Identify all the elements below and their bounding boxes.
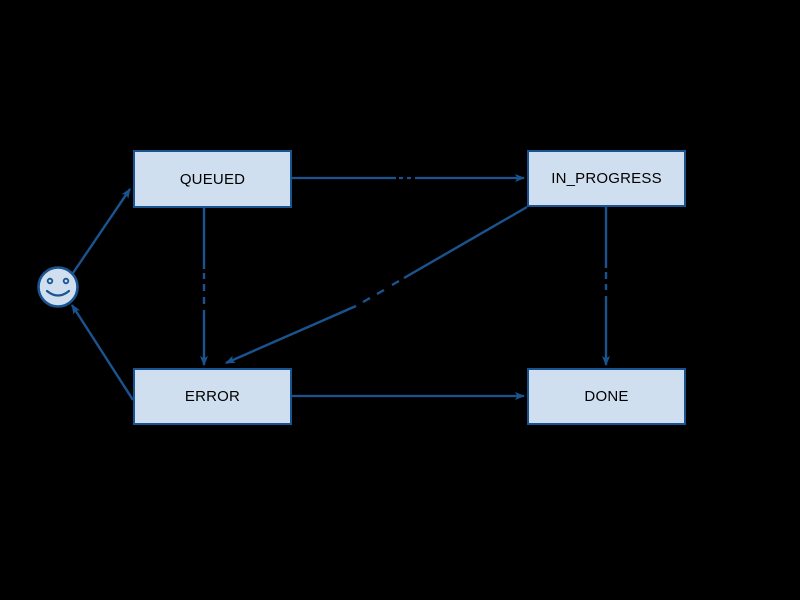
- edge-start-to-queued: [72, 188, 131, 274]
- state-node-done[interactable]: DONE: [527, 368, 686, 425]
- edge-in-progress-to-error-seg2: [391, 279, 400, 287]
- edge-in-progress-to-error-seg1: [403, 205, 528, 280]
- start-node[interactable]: [37, 266, 79, 308]
- state-node-in-progress-label: IN_PROGRESS: [551, 170, 662, 187]
- state-node-queued[interactable]: QUEUED: [133, 150, 292, 208]
- state-node-error-label: ERROR: [184, 388, 241, 405]
- edge-in-progress-to-error-seg3: [376, 288, 385, 296]
- smiley-face-icon: [37, 266, 79, 308]
- edge-error-to-start: [70, 304, 135, 401]
- edge-in-progress-to-error-seg5: [225, 304, 357, 365]
- smiley-eye-left-icon: [46, 277, 54, 285]
- smiley-mouth-icon: [45, 289, 71, 297]
- state-node-queued-label: QUEUED: [179, 170, 246, 188]
- state-node-done-label: DONE: [584, 388, 629, 405]
- state-node-in-progress[interactable]: IN_PROGRESS: [527, 150, 686, 207]
- state-node-error[interactable]: ERROR: [133, 368, 292, 425]
- edge-in-progress-to-error-seg4: [362, 296, 371, 304]
- smiley-eye-right-icon: [62, 277, 70, 285]
